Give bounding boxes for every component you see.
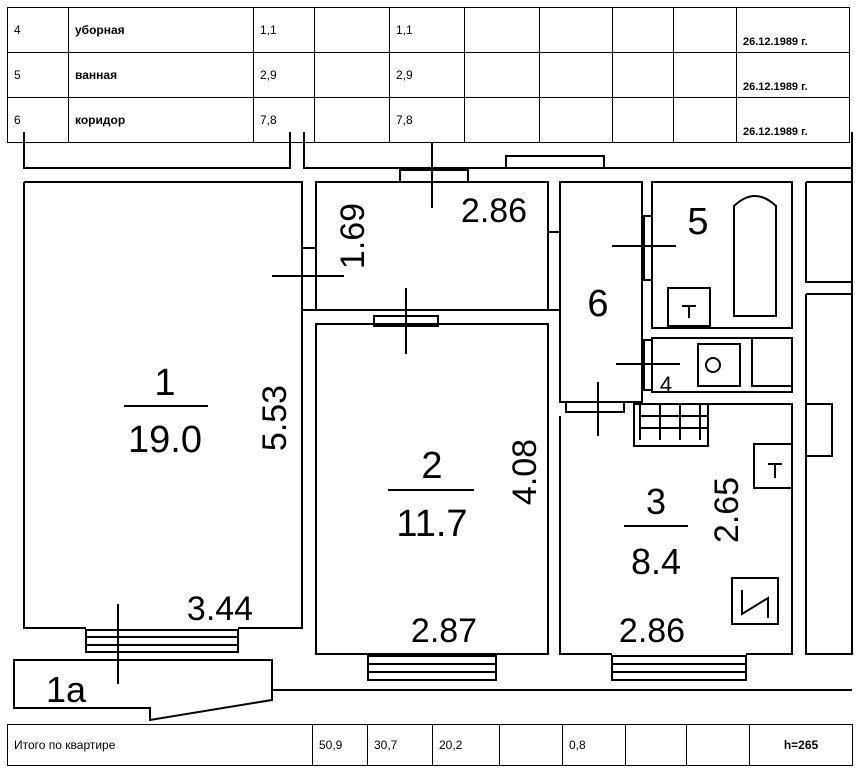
room1-wall <box>24 181 303 629</box>
empty-cell <box>686 724 750 766</box>
vent-grid <box>633 403 709 447</box>
empty-cell <box>612 7 674 53</box>
room3-area: 8.4 <box>631 541 681 582</box>
empty-cell <box>612 52 674 98</box>
room-number-cell: 5 <box>7 52 69 98</box>
empty-cell <box>673 97 737 143</box>
room2 <box>315 323 549 655</box>
table-row: 5 ванная 2,9 2,9 26.12.1989 г. <box>7 52 850 98</box>
room1-width-dim: 3.44 <box>187 590 253 628</box>
ceiling-height: h=265 <box>749 724 853 766</box>
area-cell: 2,9 <box>253 52 315 98</box>
room-name-cell: ванная <box>68 52 254 98</box>
table-row: Итого по квартире 50,9 30,7 20,2 0,8 h=2… <box>7 724 853 766</box>
empty-cell <box>539 52 613 98</box>
room1-wall <box>23 182 86 629</box>
stove <box>731 577 779 625</box>
room2-length-dim: 4.08 <box>506 439 544 505</box>
living-area: 30,7 <box>367 724 433 766</box>
area-cell: 7,8 <box>389 97 465 143</box>
vent-block <box>505 155 605 169</box>
room1-length-dim: 5.53 <box>256 385 294 451</box>
empty-cell <box>464 7 540 53</box>
room5-number: 5 <box>687 201 708 243</box>
room1-area: 19.0 <box>128 419 202 461</box>
date-cell: 26.12.1989 г. <box>736 97 850 143</box>
empty-cell <box>314 97 390 143</box>
sink <box>667 287 711 327</box>
empty-cell <box>673 52 737 98</box>
empty-cell <box>625 724 687 766</box>
empty-cell <box>612 97 674 143</box>
totals-label: Итого по квартире <box>7 724 313 766</box>
empty-cell <box>464 97 540 143</box>
loggia-area: 0,8 <box>562 724 626 766</box>
room-number-cell: 4 <box>7 7 69 53</box>
door-bathroom <box>643 215 653 281</box>
room-name-cell: коридор <box>68 97 254 143</box>
kitchen-sink <box>753 443 793 489</box>
room3-width-dim: 2.86 <box>619 612 685 650</box>
door-corridor <box>565 401 625 413</box>
area-cell: 2,9 <box>389 52 465 98</box>
wall-top-right <box>303 132 853 169</box>
total-area: 50,9 <box>312 724 368 766</box>
toilet <box>697 343 741 387</box>
room-number-cell: 6 <box>7 97 69 143</box>
storage-width-dim: 2.86 <box>461 192 527 230</box>
window-room2 <box>367 655 497 681</box>
table-row: 6 коридор 7,8 7,8 26.12.1989 г. <box>7 97 850 143</box>
kitchen <box>559 403 793 655</box>
storage-length-dim: 1.69 <box>334 203 372 269</box>
empty-cell <box>464 52 540 98</box>
date-cell: 26.12.1989 г. <box>736 7 850 53</box>
room2-number: 2 <box>421 445 442 487</box>
aux-area: 20,2 <box>432 724 500 766</box>
empty-cell <box>314 52 390 98</box>
room2-area: 11.7 <box>396 503 467 545</box>
room6-number: 6 <box>587 283 608 325</box>
bathtub <box>733 195 777 317</box>
window-kitchen <box>611 655 747 681</box>
rooms-table: 4 уборная 1,1 1,1 26.12.1989 г. 5 ванная… <box>7 7 850 143</box>
room1a-number: 1а <box>46 669 87 710</box>
room4-number: 4 <box>660 372 672 397</box>
bathroom <box>651 181 793 329</box>
balcony-1a <box>13 659 273 722</box>
window-room1 <box>85 629 239 653</box>
room3-length-dim: 2.65 <box>708 477 746 543</box>
room3-number: 3 <box>646 481 666 522</box>
table-row: 4 уборная 1,1 1,1 26.12.1989 г. <box>7 7 850 53</box>
room1-number: 1 <box>154 362 175 404</box>
date-cell: 26.12.1989 г. <box>736 52 850 98</box>
empty-cell <box>499 724 563 766</box>
totals-table: Итого по квартире 50,9 30,7 20,2 0,8 h=2… <box>7 724 853 766</box>
corridor <box>559 181 643 403</box>
wall-top-left <box>23 132 291 169</box>
room2-width-dim: 2.87 <box>411 612 477 650</box>
door-storage <box>399 169 469 183</box>
door-storage-side <box>301 247 317 311</box>
door-storage-right <box>547 231 561 311</box>
